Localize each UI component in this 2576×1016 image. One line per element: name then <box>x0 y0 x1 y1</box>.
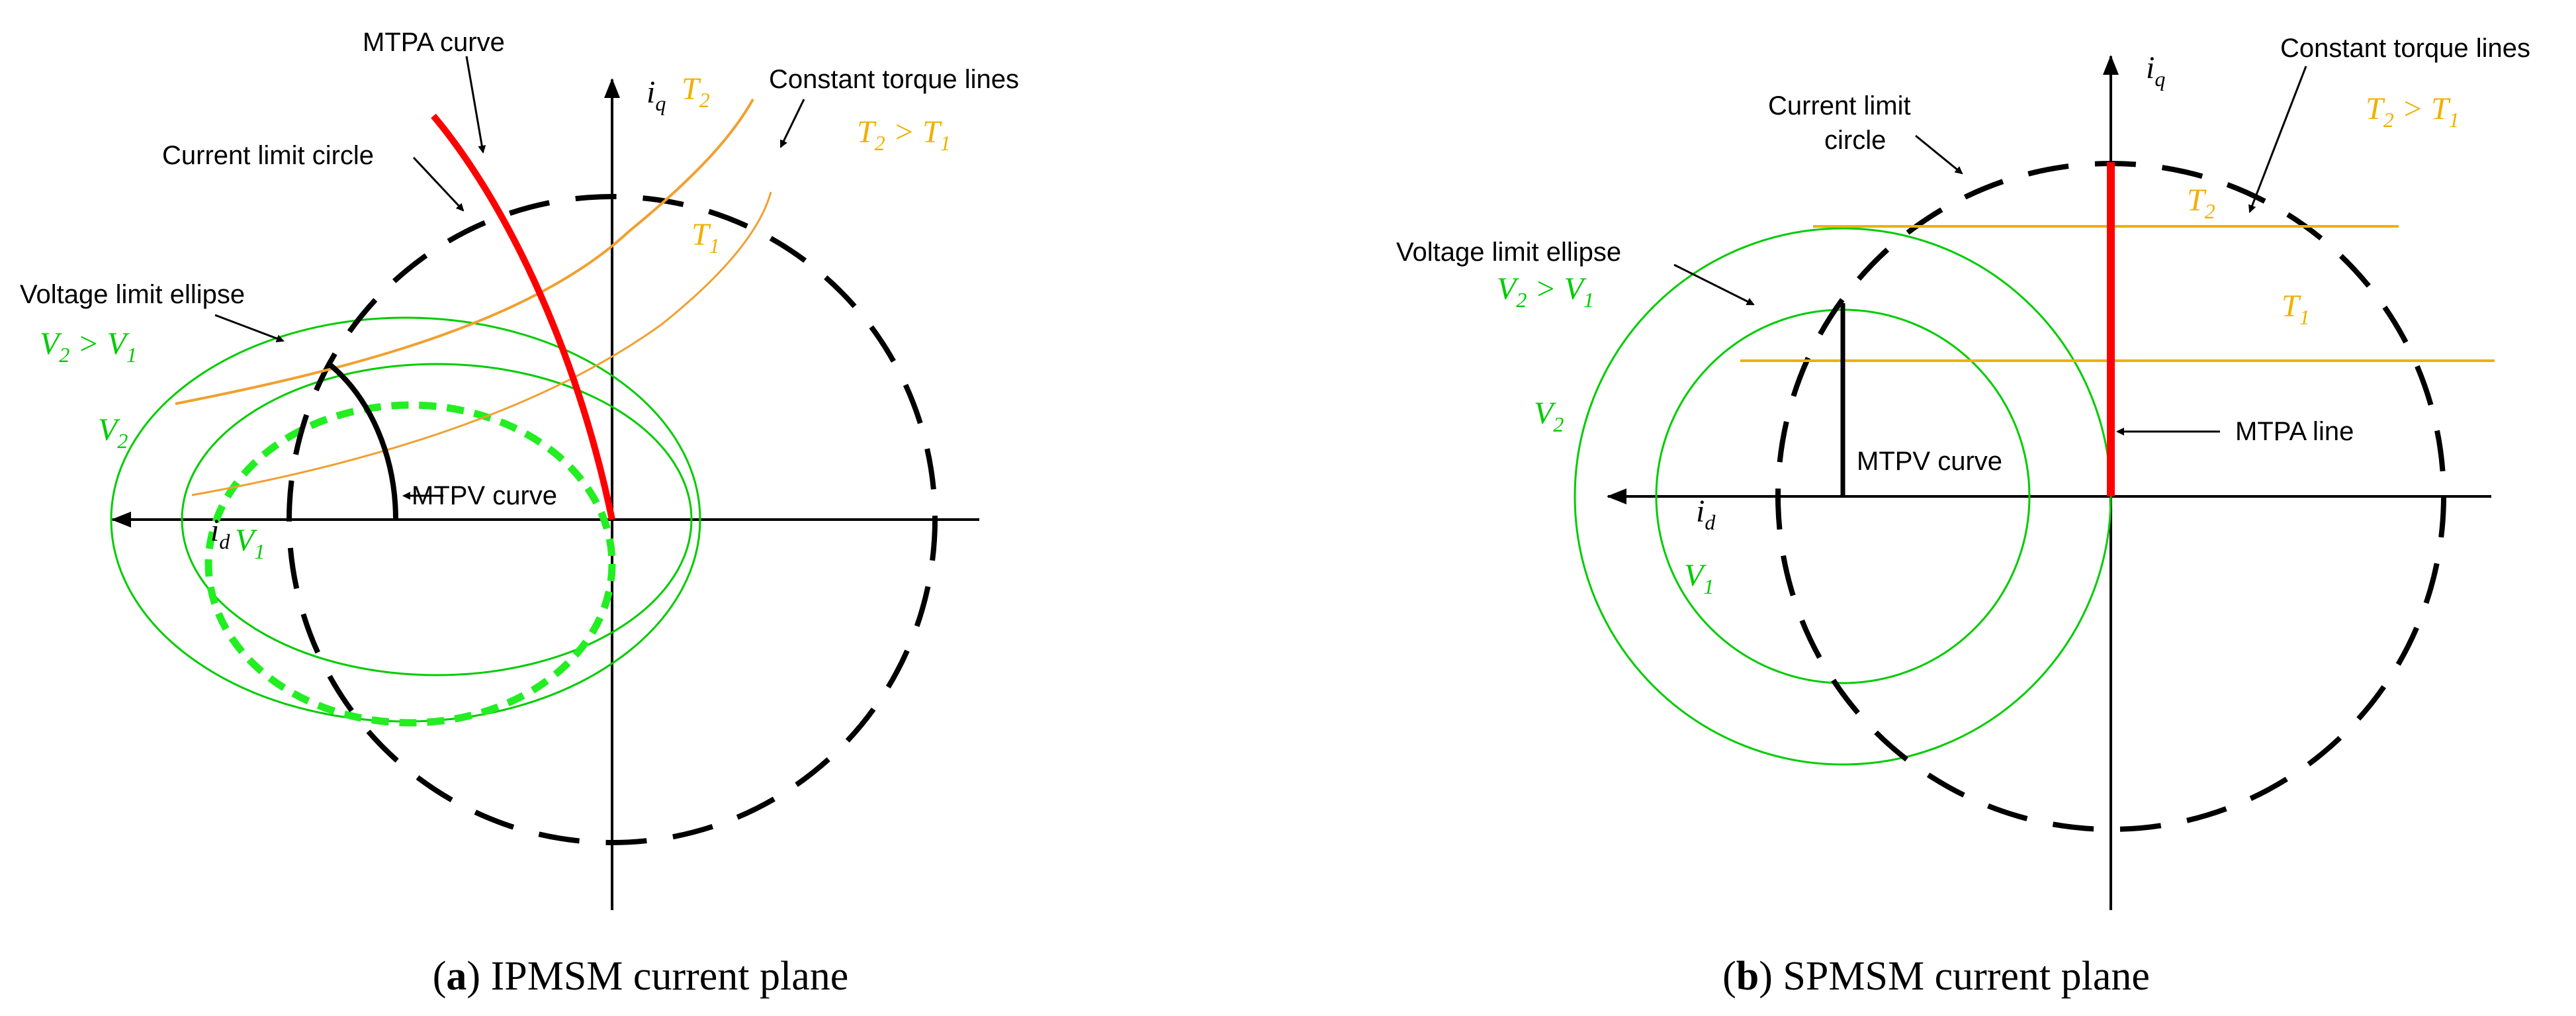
panel-a-voltage-relation: V2 > V1 <box>40 326 137 367</box>
panel-b-arrow-torque <box>2248 66 2307 213</box>
panel-a-arrow-torque <box>779 99 805 148</box>
panel-b-voltage-label: Voltage limit ellipse <box>1396 238 1621 267</box>
panel-b-t2-label: T2 <box>2187 183 2215 223</box>
panel-b-arrow-current-limit <box>1915 134 1963 175</box>
panel-b-id-label: id <box>1696 494 1716 534</box>
panel-b-caption: (b) SPMSM current plane <box>1722 954 2150 999</box>
panel-b-v2-label: V2 <box>1534 396 1564 436</box>
panel-a-voltage-ellipse-dotted <box>204 401 616 727</box>
panel-b-current-limit-label-1: Current limit <box>1768 91 1911 120</box>
panel-a-mtpv-label: MTPV curve <box>412 481 557 510</box>
panel-a-id-label: id <box>210 513 230 553</box>
panel-b-v1-label: V1 <box>1684 558 1714 598</box>
panel-a-t2-label: T2 <box>682 71 710 112</box>
panel-a-mtpv-curve <box>326 360 398 520</box>
panel-b-mtpv-label: MTPV curve <box>1857 447 2002 476</box>
panel-a-torque-relation: T2 > T1 <box>857 115 951 155</box>
panel-b-torque-relation: T2 > T1 <box>2366 91 2460 132</box>
panel-a-torque-curve-t2 <box>175 99 754 405</box>
panel-b-mtpa-label: MTPA line <box>2235 417 2354 446</box>
panel-b-current-limit-label-2: circle <box>1824 126 1886 155</box>
panel-a-torque-curve-t1 <box>191 191 772 496</box>
panel-a-current-limit-label: Current limit circle <box>162 141 374 170</box>
panel-a-t1-label: T1 <box>691 217 720 257</box>
panel-a-mtpa-label: MTPA curve <box>363 28 505 57</box>
panel-a-caption: (a) IPMSM current plane <box>433 954 849 999</box>
panel-a-arrow-voltage <box>214 314 285 343</box>
panel-b-voltage-relation: V2 > V1 <box>1497 271 1594 312</box>
panel-a-mtpa-curve <box>431 113 615 521</box>
panel-b-iq-label: iq <box>2146 50 2165 91</box>
panel-b-arrow-voltage <box>1673 263 1755 306</box>
panel-a: MTPA curve Current limit circle Voltage … <box>20 28 1019 999</box>
panel-a-v2-label: V2 <box>98 412 128 453</box>
panel-a-current-limit-circle <box>287 194 938 845</box>
panel-a-torque-label: Constant torque lines <box>769 65 1019 94</box>
panel-b: Current limit circle Voltage limit ellip… <box>1396 34 2530 999</box>
panel-a-arrow-current-limit <box>412 156 465 212</box>
panel-a-voltage-label: Voltage limit ellipse <box>20 280 245 309</box>
panel-b-torque-label: Constant torque lines <box>2280 34 2530 63</box>
panel-a-iq-label: iq <box>646 75 666 115</box>
panel-a-arrow-mtpa <box>465 56 486 154</box>
panel-b-t1-label: T1 <box>2282 289 2310 329</box>
panel-a-v1-label: V1 <box>235 523 265 563</box>
panel-a-voltage-ellipse-v1 <box>181 363 693 676</box>
